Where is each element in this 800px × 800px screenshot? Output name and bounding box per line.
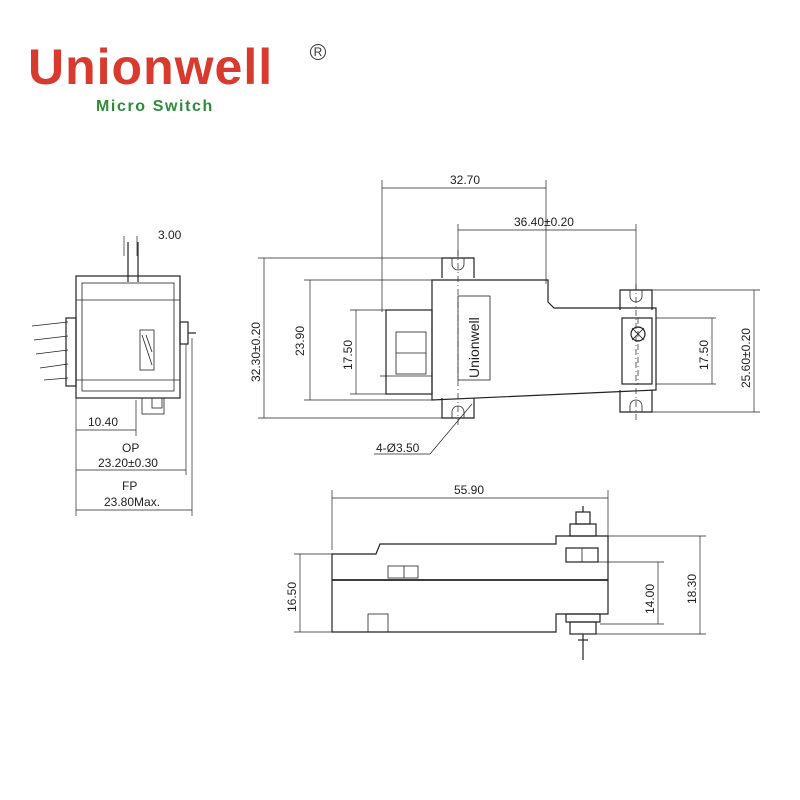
top-view: 32.70 36.40±0.20	[249, 173, 760, 455]
dim-holes: 4-Ø3.50	[376, 441, 420, 455]
dim-actuator-height: 14.00	[643, 584, 657, 614]
side-view: 3.00 10.40 OP 23.20±0.30 FP 23	[31, 228, 196, 516]
dim-body-height: 23.90	[293, 326, 307, 356]
front-view: 55.90 16.50 14.00 18.30	[285, 483, 706, 660]
label-op: OP	[122, 441, 139, 455]
dim-overall-height: 18.30	[685, 574, 699, 604]
dim-right-slot: 17.50	[697, 340, 711, 370]
dim-left-slot: 17.50	[341, 340, 355, 370]
label-fp: FP	[122, 479, 137, 493]
dim-width: 10.40	[88, 415, 118, 429]
dim-right-height: 25.60±0.20	[739, 328, 753, 388]
brand-name: Unionwell	[28, 39, 274, 95]
dim-hole-pitch: 36.40±0.20	[514, 215, 574, 229]
body-marking: Unionwell	[466, 317, 482, 378]
dim-length: 55.90	[454, 483, 484, 497]
brand-tagline: Micro Switch	[96, 98, 214, 115]
dim-fp: 23.80Max.	[104, 495, 160, 509]
dim-lever-thickness: 3.00	[158, 228, 182, 242]
dim-lever-offset: 32.70	[450, 173, 480, 187]
dim-op: 23.20±0.30	[98, 456, 158, 470]
dim-left-height: 32.30±0.20	[249, 322, 263, 382]
dim-height: 16.50	[285, 582, 299, 612]
registered-mark: R	[310, 44, 326, 60]
